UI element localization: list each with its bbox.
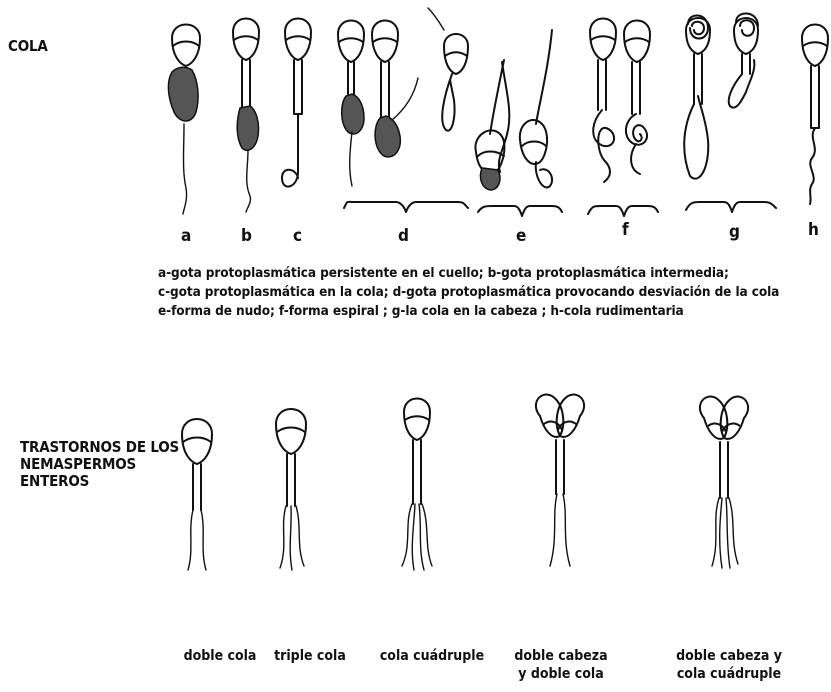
tail-label-a: a [181, 226, 191, 246]
sperm-double-tail [182, 419, 212, 570]
sperm-a-cytoplasmic-drop-neck [168, 25, 200, 215]
caption-triple-tail: triple cola [264, 647, 356, 665]
sperm-d-drop-causing-deviation [338, 8, 468, 212]
tail-label-d: d [398, 226, 409, 246]
tail-label-c: c [293, 226, 302, 246]
sperm-quadruple-tail [402, 399, 432, 571]
legend-line-2: c-gota protoplasmática en la cola; d-got… [158, 283, 779, 302]
sperm-g-tail-on-head [684, 13, 776, 212]
caption-double-tail: doble cola [172, 647, 268, 665]
sperm-double-head-double-tail [536, 395, 584, 566]
tail-label-e: e [516, 226, 526, 246]
sperm-f-spiral-form [588, 19, 658, 217]
sperm-double-head-quadruple-tail [700, 397, 748, 568]
legend: a-gota protoplasmática persistente en el… [158, 264, 779, 321]
sperm-triple-tail [276, 409, 306, 570]
caption-double-head-double-tail: doble cabeza y doble cola [502, 647, 620, 683]
tail-label-f: f [622, 220, 629, 240]
caption-quadruple-tail: cola cuádruple [372, 647, 492, 665]
legend-line-1: a-gota protoplasmática persistente en el… [158, 264, 779, 283]
tail-label-h: h [808, 220, 819, 240]
caption-double-head-quadruple-tail: doble cabeza y cola cuádruple [666, 647, 792, 683]
sperm-c-drop-in-tail [282, 19, 311, 187]
tail-label-g: g [729, 222, 740, 242]
sperm-h-rudimentary-tail [802, 25, 828, 205]
tail-label-b: b [241, 226, 252, 246]
sperm-e-knot-form [475, 30, 562, 216]
legend-line-3: e-forma de nudo; f-forma espiral ; g-la … [158, 302, 779, 321]
sperm-b-intermediate-drop [233, 19, 259, 213]
